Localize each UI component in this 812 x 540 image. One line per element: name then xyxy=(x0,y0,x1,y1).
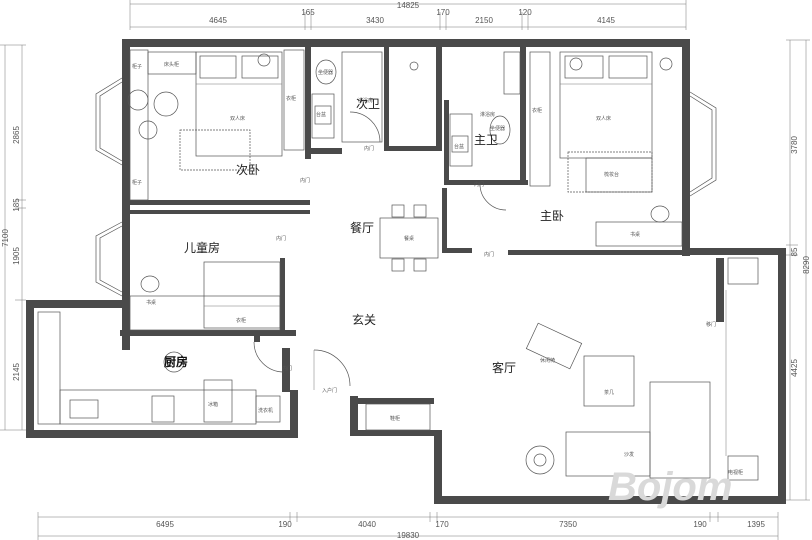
dim-top-2: 165 xyxy=(301,8,315,17)
dim-right-2: 85 xyxy=(790,247,799,256)
secondary-nightstand-label: 床头柜 xyxy=(164,61,179,68)
kitchen-furniture: 冰箱 洗衣机 xyxy=(37,311,281,425)
room-kids: 儿童房 xyxy=(184,240,220,255)
dim-top-5: 2150 xyxy=(475,16,493,25)
room-secondary-bath: 次卫 xyxy=(356,97,380,111)
dim-top-3: 3430 xyxy=(366,16,384,25)
dim-bottom-4: 170 xyxy=(435,520,449,529)
outer-walls xyxy=(26,39,786,504)
master-dressing-label: 梳妆台 xyxy=(604,171,619,178)
bath-door-label: 内门 xyxy=(364,145,374,152)
entry-door-label: 入户门 xyxy=(322,387,337,394)
kids-door-label: 内门 xyxy=(276,235,286,242)
master-shower-label: 淋浴房 xyxy=(480,111,495,118)
room-master-bedroom: 主卧 xyxy=(540,209,564,223)
dim-top-4: 170 xyxy=(436,8,450,17)
dim-right-3: 4425 xyxy=(790,359,799,377)
living-sofa-label: 沙发 xyxy=(624,451,634,458)
kids-room-furniture: 书桌 衣柜 xyxy=(129,261,281,331)
kids-wardrobe-label: 衣柜 xyxy=(236,317,246,324)
kids-desk-label: 书桌 xyxy=(146,299,156,306)
secondary-toilet-label: 坐便器 xyxy=(318,69,333,76)
dining-table-label: 餐桌 xyxy=(404,235,414,242)
living-coffee-table-label: 茶几 xyxy=(604,389,614,396)
bay-windows xyxy=(95,77,717,297)
secondary-cabinet-label: 柜子 xyxy=(132,63,142,70)
master-bath-door-label: 内门 xyxy=(474,181,484,188)
dim-bottom-1: 6495 xyxy=(156,520,174,529)
living-room-furniture: 休闲椅 茶几 沙发 鞋柜 电视柜 xyxy=(365,257,759,481)
secondary-bed-label: 双人床 xyxy=(230,115,245,122)
master-basin-label: 台盆 xyxy=(454,143,464,150)
room-foyer: 玄关 xyxy=(352,312,376,327)
dim-top-6: 120 xyxy=(518,8,532,17)
master-bed: 双人床 梳妆台 书桌 xyxy=(559,51,683,247)
secondary-basin-label: 台盆 xyxy=(316,111,326,118)
living-tv-cabinet-label: 电视柜 xyxy=(728,469,743,476)
room-dining: 餐厅 xyxy=(350,220,374,235)
kitchen-fridge-label: 冰箱 xyxy=(208,401,218,408)
dim-bottom-3: 4040 xyxy=(358,520,376,529)
master-bath-fixtures: 坐便器 台盆 淋浴房 衣柜 xyxy=(449,51,551,187)
secondary-bed: 双人床 床头柜 柜子 柜子 衣柜 xyxy=(127,49,305,201)
dim-right-total: 8290 xyxy=(802,256,811,274)
master-door-label: 内门 xyxy=(484,251,494,258)
secondary-bath-fixtures: 坐便器 淋浴房 台盆 xyxy=(257,51,419,143)
room-kitchen: 厨房 xyxy=(164,354,188,369)
shoe-cabinet-label: 鞋柜 xyxy=(390,415,400,422)
dim-right-1: 3780 xyxy=(790,136,799,154)
master-wardrobe-label: 衣柜 xyxy=(532,107,542,114)
living-sliding-door-label: 移门 xyxy=(706,321,716,328)
dim-bottom-5: 7350 xyxy=(559,520,577,529)
interior-walls xyxy=(120,47,724,404)
doors: 入户门 内门 内门 内门 内门 内门 内门 移门 xyxy=(253,111,716,394)
dim-left-3: 1905 xyxy=(12,247,21,265)
dim-bottom-2: 190 xyxy=(278,520,292,529)
master-toilet-label: 坐便器 xyxy=(490,125,505,132)
dim-left-1: 2865 xyxy=(12,126,21,144)
room-living: 客厅 xyxy=(492,360,516,375)
dim-bottom-7: 1395 xyxy=(747,520,765,529)
dim-left-total: 7100 xyxy=(1,229,10,247)
kitchen-washer-label: 洗衣机 xyxy=(258,407,273,414)
secondary-shower-label: 淋浴房 xyxy=(358,97,373,104)
master-desk-label: 书桌 xyxy=(630,231,640,238)
dining-set: 餐桌 xyxy=(379,204,439,272)
room-secondary-bedroom: 次卧 xyxy=(236,163,260,177)
dim-top-7: 4145 xyxy=(597,16,615,25)
kitchen-door-label: 内门 xyxy=(282,365,292,372)
dim-left-2: 185 xyxy=(12,198,21,212)
watermark: Bojom xyxy=(608,465,732,509)
dim-left-4: 2145 xyxy=(12,363,21,381)
dim-bottom-total: 19830 xyxy=(397,531,420,540)
living-armchair-label: 休闲椅 xyxy=(540,357,555,364)
secondary-cabinet-label-2: 柜子 xyxy=(132,179,142,186)
master-bed-label: 双人床 xyxy=(596,115,611,122)
secondary-wardrobe-label: 衣柜 xyxy=(286,95,296,102)
dim-top-1: 4645 xyxy=(209,16,227,25)
dim-top-total: 14825 xyxy=(397,1,420,10)
secondary-door-label: 内门 xyxy=(300,177,310,184)
room-master-bath: 主卫 xyxy=(474,133,498,147)
dim-bottom-6: 190 xyxy=(693,520,707,529)
